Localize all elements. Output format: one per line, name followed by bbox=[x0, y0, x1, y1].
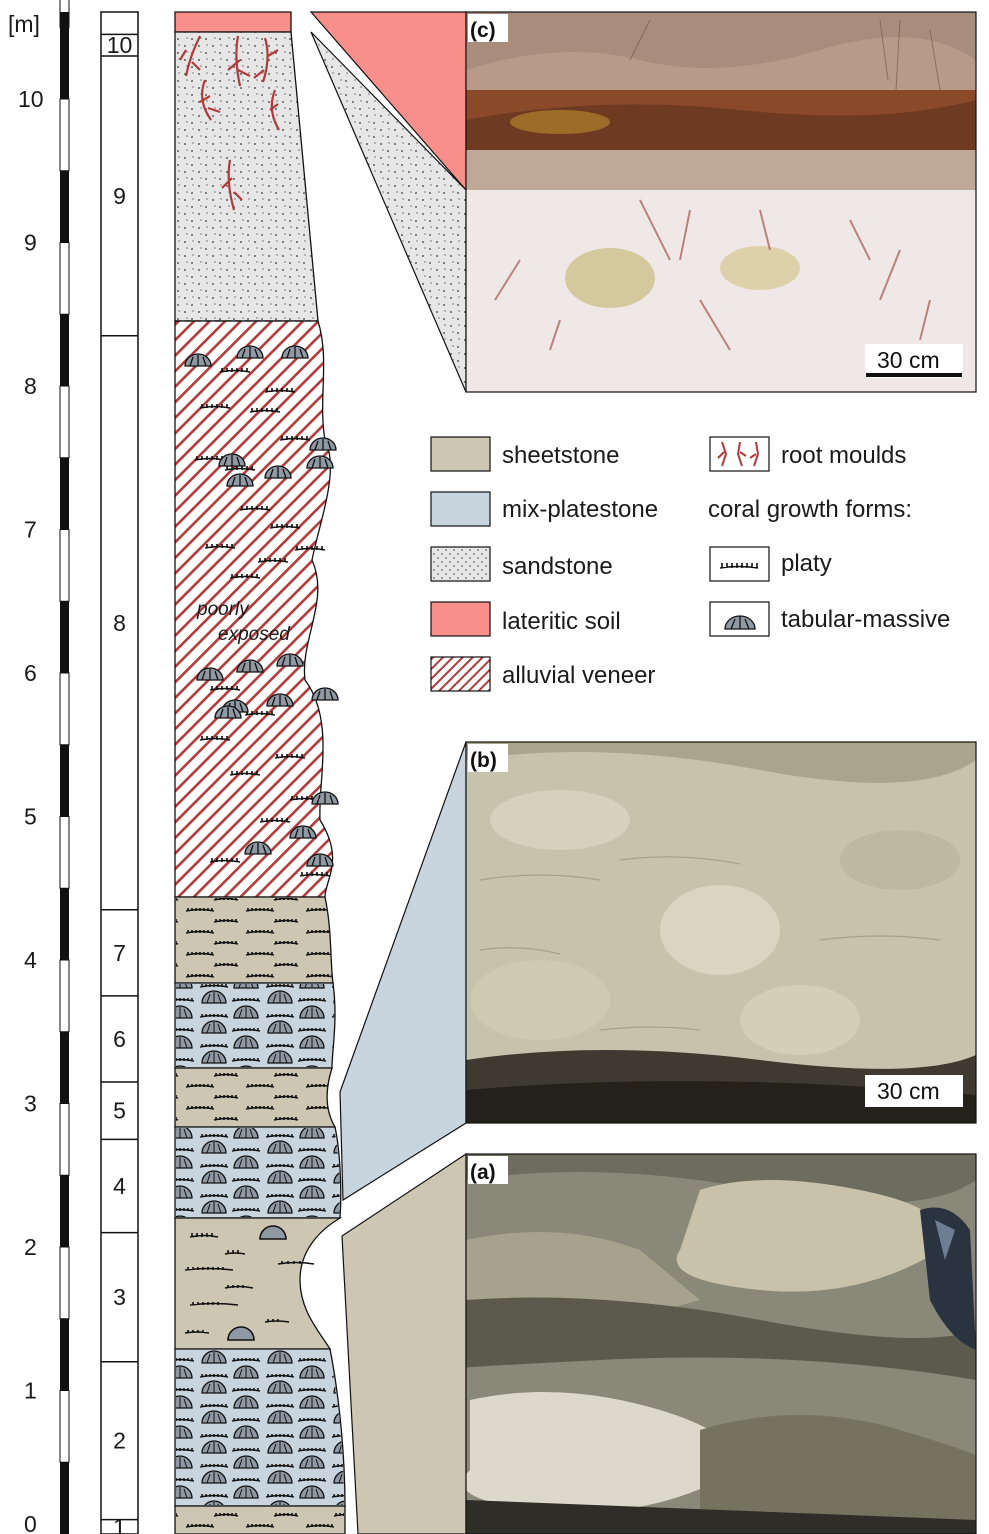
scale-segment-black bbox=[60, 314, 69, 386]
scale-tick-label: 9 bbox=[24, 230, 37, 256]
wedge-a-sheetstone bbox=[342, 1154, 466, 1534]
unit-number-column: 1 2 3 4 5 6 7 8 9 10 bbox=[101, 12, 138, 1534]
platy-coral-overlay-unit-7 bbox=[176, 898, 332, 982]
scale-segment-white bbox=[60, 1391, 69, 1463]
tabular-massive-coral-symbol bbox=[312, 688, 338, 700]
unit-number-label: 1 bbox=[113, 1514, 126, 1534]
legend-label-lateritic-soil: lateritic soil bbox=[502, 608, 621, 635]
coral-overlay-unit-4 bbox=[176, 1128, 340, 1217]
unit-number-label: 2 bbox=[113, 1428, 126, 1454]
scale-segment-white bbox=[60, 1104, 69, 1176]
scale-tick-label: 8 bbox=[24, 373, 37, 399]
legend-swatch-platy bbox=[710, 547, 769, 581]
legend-swatch-sandstone bbox=[431, 547, 490, 581]
photo-a-label: (a) bbox=[470, 1161, 496, 1184]
poorly-exposed-line1: poorly bbox=[196, 599, 250, 620]
scale-tick-label: 10 bbox=[18, 86, 44, 112]
photo-a: (a) bbox=[450, 1154, 981, 1534]
coral-overlay-unit-2 bbox=[176, 1350, 344, 1505]
poorly-exposed-line2: exposed bbox=[218, 624, 291, 645]
unit-10-lateritic-soil bbox=[175, 12, 291, 32]
scale-segment-black bbox=[60, 1032, 69, 1104]
unit-number-label: 8 bbox=[113, 610, 126, 636]
scale-segment-black bbox=[60, 458, 69, 530]
legend-swatch-alluvial-veneer bbox=[431, 657, 490, 691]
scale-segment-white bbox=[60, 673, 69, 745]
photo-b: (b) 30 cm bbox=[466, 742, 976, 1123]
legend-swatch-lateritic-soil bbox=[431, 602, 490, 636]
unit-number-label: 10 bbox=[107, 32, 133, 58]
scale-segment-black bbox=[60, 12, 69, 27]
lithologic-log: poorly exposed bbox=[175, 12, 345, 1534]
unit-number-label: 4 bbox=[113, 1173, 126, 1199]
legend-label-platy: platy bbox=[781, 550, 832, 577]
scale-segment-white bbox=[60, 386, 69, 458]
photo-b-label: (b) bbox=[470, 749, 497, 772]
scale-tick-label: 2 bbox=[24, 1234, 37, 1260]
scale-segment-white bbox=[60, 243, 69, 315]
scale-segment-black bbox=[60, 1319, 69, 1391]
legend-label-mix-platestone: mix-platestone bbox=[502, 496, 658, 523]
legend-label-root-moulds: root moulds bbox=[781, 442, 906, 469]
scale-tick-label: 1 bbox=[24, 1378, 37, 1404]
scale-tick-label: 6 bbox=[24, 660, 37, 686]
scale-segment-black bbox=[60, 745, 69, 817]
scale-segment-white bbox=[60, 817, 69, 889]
scale-tick-label: 4 bbox=[24, 947, 37, 973]
platy-coral-overlay-unit-5 bbox=[176, 1069, 334, 1126]
photo-correlation-wedges bbox=[311, 12, 466, 1534]
unit-number-label: 9 bbox=[113, 183, 126, 209]
legend: sheetstone mix-platestone sandstone late… bbox=[431, 437, 950, 691]
scale-segment-white bbox=[60, 530, 69, 602]
photo-c-label: (c) bbox=[470, 19, 496, 42]
scale-segment-black bbox=[60, 601, 69, 673]
scale-segment-black bbox=[60, 27, 69, 99]
scale-segment-black bbox=[60, 171, 69, 243]
scale-segment-white bbox=[60, 1247, 69, 1319]
photo-c: (c) 30 cm bbox=[466, 12, 976, 392]
unit-number-label: 5 bbox=[113, 1098, 126, 1124]
wedge-b-mix-platestone bbox=[340, 742, 466, 1200]
coral-overlay-unit-6 bbox=[176, 984, 334, 1067]
photo-b-scale-text: 30 cm bbox=[877, 1078, 940, 1104]
legend-swatch-mix-platestone bbox=[431, 492, 490, 526]
photo-c-scale-text: 30 cm bbox=[877, 347, 940, 373]
unit-number-label: 6 bbox=[113, 1026, 126, 1052]
scale-unit-label: [m] bbox=[8, 11, 40, 37]
scale-tick-label: 3 bbox=[24, 1091, 37, 1117]
legend-label-tabular-massive: tabular-massive bbox=[781, 606, 950, 633]
unit-3-sheetstone bbox=[175, 1218, 340, 1349]
scale-segment-black bbox=[60, 1462, 69, 1534]
legend-label-sandstone: sandstone bbox=[502, 553, 613, 580]
scale-segment-white bbox=[60, 99, 69, 171]
scale-bar bbox=[60, 0, 69, 1534]
legend-label-alluvial-veneer: alluvial veneer bbox=[502, 662, 655, 689]
legend-label-sheetstone: sheetstone bbox=[502, 442, 619, 469]
scale-tick-label: 0 bbox=[24, 1511, 37, 1534]
platy-coral-overlay-unit-1 bbox=[176, 1507, 344, 1534]
scale-tick-labels: 0 1 2 3 4 5 6 7 8 9 10 bbox=[18, 86, 44, 1534]
scale-tick-label: 5 bbox=[24, 804, 37, 830]
legend-swatch-sheetstone bbox=[431, 437, 490, 471]
scale-tick-label: 7 bbox=[24, 517, 37, 543]
legend-heading-coral-growth-forms: coral growth forms: bbox=[708, 496, 912, 523]
scale-segment-black bbox=[60, 888, 69, 960]
unit-number-label: 7 bbox=[113, 940, 126, 966]
unit-number-label: 3 bbox=[113, 1284, 126, 1310]
scale-segment-white bbox=[60, 960, 69, 1032]
scale-segment-black bbox=[60, 1175, 69, 1247]
metre-scale: [m] 0 1 2 3 4 5 6 7 8 9 10 bbox=[8, 0, 69, 1534]
